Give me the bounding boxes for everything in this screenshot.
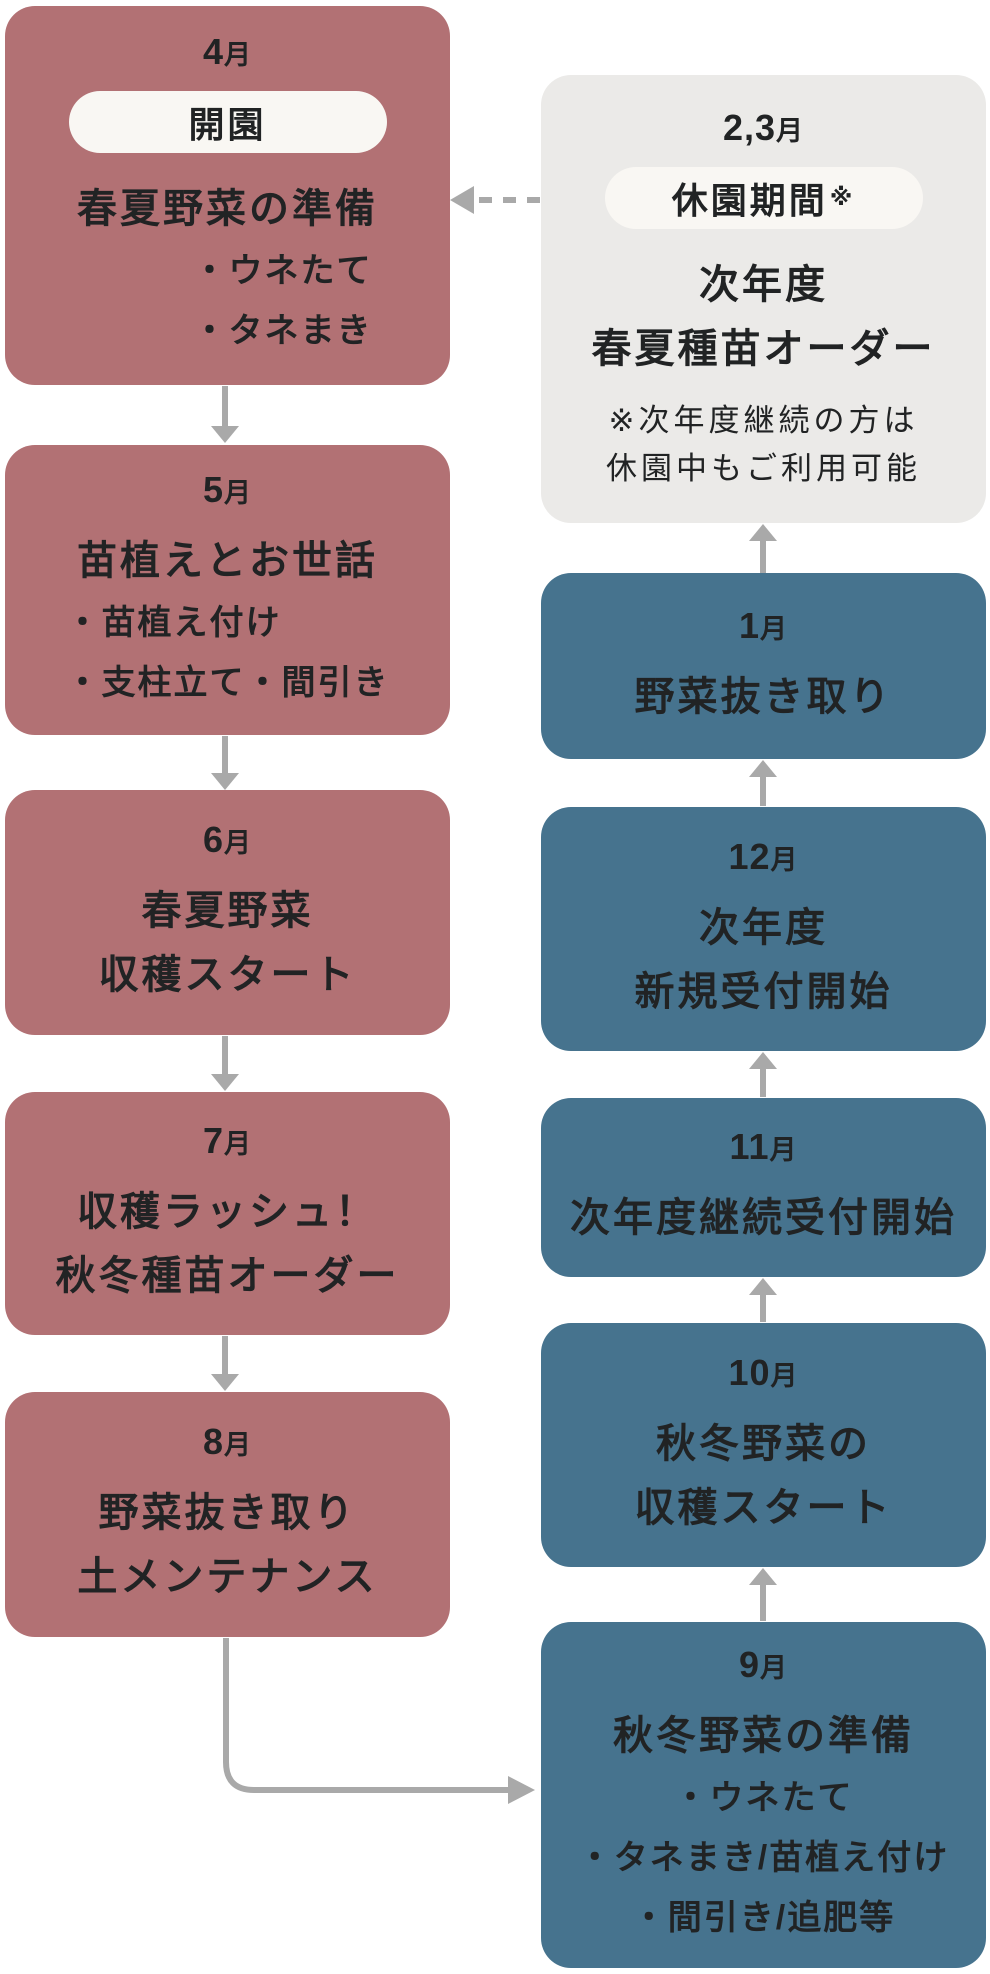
dashed-arrow-febmar-to-apr (450, 186, 540, 214)
task-item: ・間引き/追肥等 (631, 1898, 896, 1937)
arrow-up-nov-to-dec (749, 1052, 777, 1097)
schedule-box-july: 7月 収穫ラッシュ！ 秋冬種苗オーダー (5, 1092, 450, 1335)
arrow-up-dec-to-jan (749, 760, 777, 806)
schedule-box-may: 5月 苗植えとお世話 ・苗植え付け ・支柱立て・間引き (5, 445, 450, 735)
footnote-line: ※次年度継続の方は (608, 402, 919, 438)
arrow-down-apr-to-may (211, 386, 239, 443)
month-label: 4月 (202, 31, 253, 72)
month-label: 6月 (202, 819, 253, 860)
schedule-box-december: 12月 次年度 新規受付開始 (541, 807, 986, 1051)
box-title-line2: 土メンテナンス (77, 1555, 378, 1599)
schedule-box-august: 8月 野菜抜き取り 土メンテナンス (5, 1392, 450, 1637)
box-title-line2: 秋冬種苗オーダー (55, 1254, 400, 1298)
arrow-down-jul-to-aug (211, 1336, 239, 1391)
month-label: 12月 (728, 835, 799, 877)
task-item: ・タネまき (192, 312, 373, 350)
box-title: 収穫ラッシュ！ (77, 1190, 378, 1234)
task-list: ・ウネたて ・タネまき (193, 241, 373, 361)
month-label: 8月 (202, 1421, 253, 1462)
box-title-line2: 収穫スタート (98, 953, 357, 997)
arrow-down-jun-to-jul (211, 1036, 239, 1091)
task-item: ・タネまき/苗植え付け (577, 1838, 950, 1877)
task-item: ・ウネたて (192, 252, 373, 290)
arrow-up-oct-to-nov (749, 1278, 777, 1322)
open-badge: 開園 (68, 91, 387, 153)
box-title-line2: 収穫スタート (634, 1485, 893, 1530)
footnote: ※次年度継続の方は 休園中もご利用可能 (606, 397, 921, 493)
schedule-box-june: 6月 春夏野菜 収穫スタート (5, 790, 450, 1035)
box-title: 野菜抜き取り (98, 1491, 357, 1535)
box-title: 春夏野菜の準備 (77, 187, 378, 231)
arrow-up-sep-to-oct (749, 1568, 777, 1621)
box-title: 秋冬野菜の準備 (613, 1713, 914, 1758)
schedule-box-feb-mar: 2,3月 休園期間※ 次年度 春夏種苗オーダー ※次年度継続の方は 休園中もご利… (541, 75, 986, 523)
month-label: 7月 (202, 1120, 253, 1161)
schedule-box-april: 4月 開園 春夏野菜の準備 ・ウネたて ・タネまき (5, 6, 450, 385)
elbow-arrow-aug-to-sep (223, 1638, 535, 1804)
month-label: 2,3月 (722, 106, 805, 148)
month-label: 9月 (738, 1643, 789, 1685)
closed-period-badge: 休園期間※ (604, 166, 923, 229)
box-title: 苗植えとお世話 (77, 538, 378, 583)
reference-mark: ※ (829, 184, 856, 210)
footnote-line: 休園中もご利用可能 (606, 450, 921, 486)
box-title: 野菜抜き取り (634, 674, 893, 719)
schedule-box-january: 1月 野菜抜き取り (541, 573, 986, 759)
arrow-down-may-to-jun (211, 736, 239, 790)
arrow-up-jan-to-febmar (749, 524, 777, 573)
schedule-box-november: 11月 次年度継続受付開始 (541, 1098, 986, 1277)
box-title-line2: 春夏種苗オーダー (591, 326, 936, 371)
task-list: ・苗植え付け ・支柱立て・間引き (66, 593, 390, 713)
month-label: 11月 (729, 1126, 798, 1167)
box-title: 次年度 (699, 262, 828, 307)
box-title-line2: 新規受付開始 (634, 969, 893, 1014)
box-title: 春夏野菜 (141, 889, 314, 933)
box-title: 次年度 (699, 905, 828, 950)
schedule-box-october: 10月 秋冬野菜の 収穫スタート (541, 1323, 986, 1567)
schedule-box-september: 9月 秋冬野菜の準備 ・ウネたて ・タネまき/苗植え付け ・間引き/追肥等 (541, 1622, 986, 1968)
task-item: ・支柱立て・間引き (65, 663, 390, 702)
box-title: 秋冬野菜の (656, 1421, 871, 1466)
month-label: 1月 (738, 604, 789, 646)
task-item: ・ウネたて (673, 1778, 854, 1817)
task-item: ・苗植え付け (65, 603, 282, 642)
month-label: 10月 (728, 1351, 799, 1393)
box-title: 次年度継続受付開始 (570, 1196, 957, 1240)
month-label: 5月 (202, 468, 253, 510)
